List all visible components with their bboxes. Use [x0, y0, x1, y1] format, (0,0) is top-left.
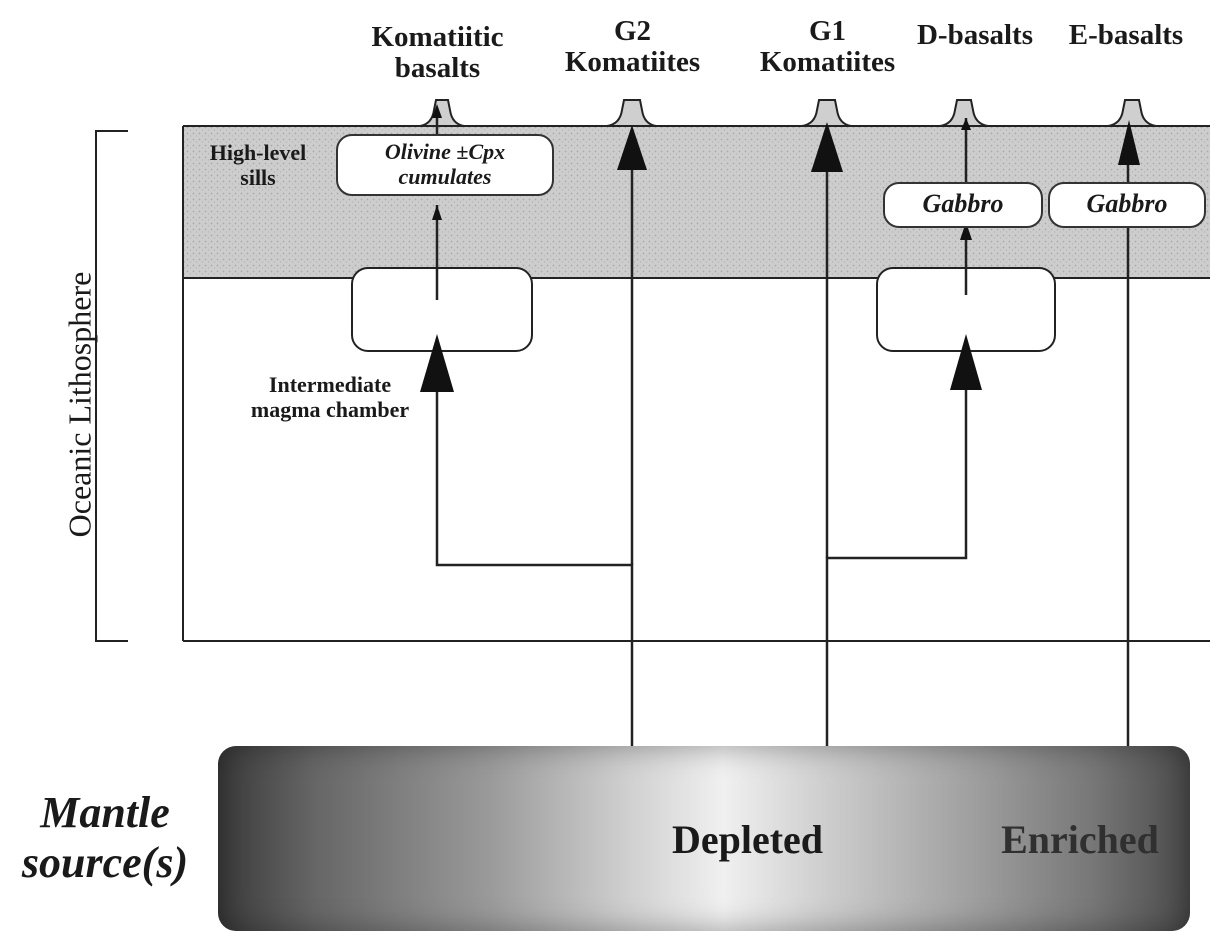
- arrow-g2: [617, 125, 647, 170]
- gabbro-d-box: Gabbro: [883, 182, 1043, 228]
- label-komatiitic-basalts: Komatiitic basalts: [371, 21, 504, 85]
- vent-g1-komatiites: [801, 99, 852, 127]
- gabbro-e-box: Gabbro: [1048, 182, 1206, 228]
- path-g1-branch: [825, 345, 968, 746]
- arrow-d-top: [961, 118, 971, 130]
- label-g1-komatiites: G1 Komatiites: [759, 15, 896, 79]
- label-e-basalts: E-basalts: [1068, 19, 1184, 51]
- arrow-d-chamber: [950, 334, 982, 390]
- flow-lines: [435, 112, 1130, 746]
- mantle-enriched-label: Enriched: [1001, 817, 1159, 862]
- label-d-basalts: D-basalts: [916, 19, 1033, 51]
- mantle-title: Mantle source(s): [21, 788, 189, 887]
- high-level-sills-label: High-level sills: [209, 140, 307, 191]
- mantle-source-bar: [218, 746, 1190, 931]
- arrow-g1: [811, 122, 843, 172]
- vent-komatiitic-basalts: [419, 99, 465, 127]
- arrowheads: [420, 104, 1140, 392]
- label-g2-komatiites: G2 Komatiites: [564, 15, 701, 79]
- path-g2-branch: [435, 345, 634, 746]
- vent-e-basalts: [1107, 99, 1157, 127]
- lithosphere-bracket: [95, 130, 128, 642]
- arrow-e: [1118, 120, 1140, 165]
- mantle-depleted-label: Depleted: [671, 817, 824, 862]
- vent-g2-komatiites: [606, 99, 657, 127]
- vent-d-basalts: [939, 99, 989, 127]
- arrow-gabbro-d: [960, 222, 972, 240]
- cumulates-box: Olivine ±Cpx cumulates: [336, 134, 554, 196]
- arrow-cumulates: [432, 205, 442, 220]
- chamber-left: [351, 267, 533, 352]
- arrow-komatiitic-top: [432, 104, 442, 118]
- oceanic-lithosphere-label: Oceanic Lithosphere: [61, 271, 98, 538]
- intermediate-chamber-label: Intermediate magma chamber: [250, 372, 410, 423]
- arrow-komatiitic-chamber: [420, 334, 454, 392]
- volcano-vents: [419, 99, 1157, 127]
